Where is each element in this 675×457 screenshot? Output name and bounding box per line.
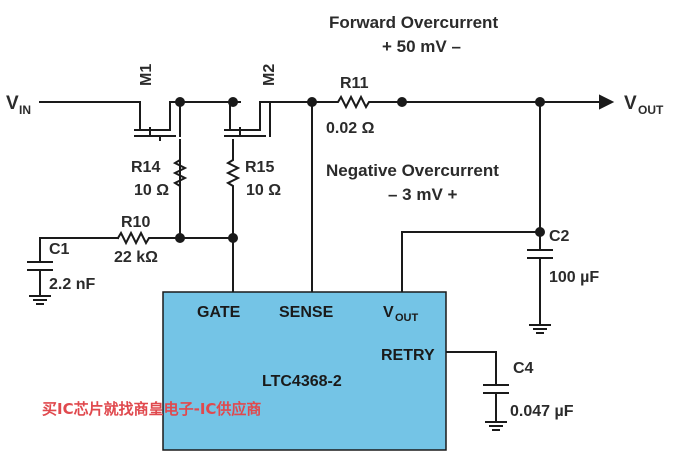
vin-subscript: IN — [19, 103, 31, 117]
junction-dot — [535, 97, 545, 107]
m1-label: M1 — [138, 64, 155, 86]
ltc4368-chip — [162, 291, 447, 451]
c2-capacitor — [527, 249, 553, 326]
negative-overcurrent-value: – 3 mV + — [388, 185, 458, 204]
c4-ground — [485, 421, 507, 431]
vout-sense-wire — [401, 231, 541, 293]
r15-value: 10 Ω — [246, 182, 281, 199]
c2-ground — [529, 324, 551, 334]
junction-dot — [175, 233, 185, 243]
c1-value: 2.2 nF — [49, 276, 95, 293]
chip-name-label: LTC4368-2 — [262, 373, 342, 390]
retry-wire — [445, 351, 497, 386]
c1-name: C1 — [49, 241, 70, 258]
vin-label: V — [6, 93, 19, 114]
r11-resistor — [311, 94, 611, 110]
vout-arrow — [599, 94, 615, 110]
r11-name: R11 — [340, 75, 369, 92]
junction-dot — [175, 97, 185, 107]
negative-overcurrent-title: Negative Overcurrent — [326, 161, 499, 180]
pin-vout-subscript: OUT — [395, 312, 419, 324]
r15-resistor — [225, 139, 241, 293]
r10-value: 22 kΩ — [114, 249, 158, 266]
forward-overcurrent-title: Forward Overcurrent — [329, 13, 498, 32]
c4-name: C4 — [513, 360, 534, 377]
r15-name: R15 — [245, 159, 274, 176]
c1-ground — [29, 295, 51, 305]
junction-dot — [535, 227, 545, 237]
vout-subscript: OUT — [638, 103, 664, 117]
pin-gate-label: GATE — [197, 304, 241, 321]
r10-name: R10 — [121, 214, 150, 231]
pin-sense-label: SENSE — [279, 304, 334, 321]
m2-label: M2 — [261, 64, 278, 86]
c2-value: 100 µF — [549, 269, 599, 286]
r14-name: R14 — [131, 159, 160, 176]
r14-resistor — [172, 139, 188, 239]
junction-dot — [228, 233, 238, 243]
c4-value: 0.047 µF — [510, 403, 574, 420]
c4-capacitor — [483, 384, 509, 423]
vout-label: V — [624, 93, 637, 114]
forward-overcurrent-value: + 50 mV – — [382, 37, 461, 56]
r11-value: 0.02 Ω — [326, 120, 375, 137]
pin-retry-label: RETRY — [381, 347, 435, 364]
r10-resistor — [116, 230, 234, 246]
junction-dot — [397, 97, 407, 107]
pin-vout-label: V — [383, 304, 394, 321]
c2-name: C2 — [549, 228, 570, 245]
c1-capacitor — [27, 237, 53, 297]
junction-dot — [307, 97, 317, 107]
r14-value: 10 Ω — [134, 182, 169, 199]
junction-dot — [228, 97, 238, 107]
watermark-text: 买IC芯片就找商皇电子-IC供应商 — [42, 400, 261, 418]
mosfet-m2 — [224, 101, 313, 137]
